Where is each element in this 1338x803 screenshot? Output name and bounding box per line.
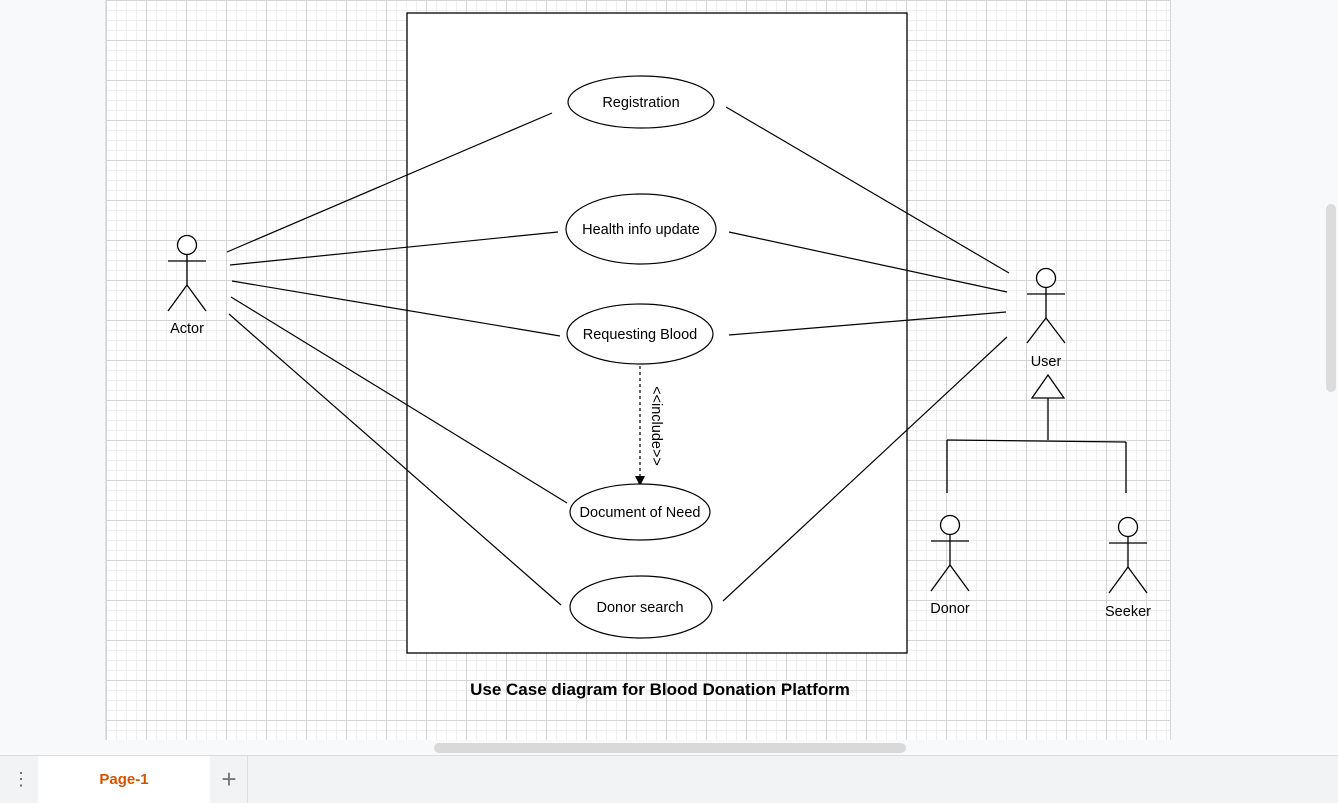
use-case-health-info-update-label: Health info update <box>582 222 700 238</box>
use-case-donor-search-label: Donor search <box>596 600 683 616</box>
assoc-actor-donor-search[interactable] <box>228 313 562 606</box>
actor-actor[interactable] <box>167 234 207 312</box>
user-associations <box>722 106 1010 602</box>
use-case-health-info-update[interactable]: Health info update <box>565 193 717 265</box>
actor-associations <box>226 112 568 606</box>
include-label: <<include>> <box>648 386 664 466</box>
vertical-scrollbar[interactable] <box>1326 204 1336 392</box>
use-case-donor-search[interactable]: Donor search <box>569 575 713 639</box>
use-case-requesting-blood-label: Requesting Blood <box>583 327 697 343</box>
use-case-diagram: <<include>> Registration Health info upd… <box>167 12 1151 699</box>
actor-head <box>176 234 198 256</box>
actor-donor-label: Donor <box>930 601 970 617</box>
actor-seeker-label: Seeker <box>1105 604 1151 620</box>
donor-head <box>939 514 961 536</box>
plus-icon: + <box>221 764 237 794</box>
use-case-registration-label: Registration <box>602 95 679 111</box>
actor-donor[interactable] <box>930 514 970 592</box>
actor-actor-label: Actor <box>170 321 204 337</box>
horizontal-scrollbar[interactable] <box>434 743 906 753</box>
add-page-button[interactable]: + <box>211 756 248 803</box>
assoc-user-registration[interactable] <box>725 106 1010 274</box>
page-tabs-bar: ⋮ Page-1 + <box>0 755 1338 803</box>
use-case-registration[interactable]: Registration <box>567 75 715 129</box>
assoc-actor-health-info[interactable] <box>229 231 559 266</box>
diagram-canvas[interactable]: <<include>> Registration Health info upd… <box>105 0 1171 740</box>
assoc-actor-requesting-blood[interactable] <box>231 280 561 337</box>
page-tab-label: Page-1 <box>99 771 149 788</box>
generalization-connector[interactable] <box>946 373 1127 493</box>
seeker-head <box>1117 516 1139 538</box>
diagram-title[interactable]: Use Case diagram for Blood Donation Plat… <box>470 680 850 699</box>
user-head <box>1035 267 1057 289</box>
actor-user[interactable] <box>1026 267 1066 344</box>
use-case-requesting-blood[interactable]: Requesting Blood <box>566 303 714 365</box>
generalization-triangle-icon <box>1030 373 1066 399</box>
vertical-dots-icon: ⋮ <box>12 769 30 789</box>
actor-seeker[interactable] <box>1108 516 1148 594</box>
assoc-user-donor-search[interactable] <box>722 336 1008 602</box>
assoc-user-health-info[interactable] <box>728 231 1008 293</box>
assoc-actor-registration[interactable] <box>226 112 553 253</box>
actor-user-label: User <box>1031 354 1062 370</box>
assoc-user-requesting-blood[interactable] <box>728 311 1007 336</box>
tab-page-1[interactable]: Page-1 <box>38 756 210 803</box>
page-menu-button[interactable]: ⋮ <box>4 756 38 803</box>
use-case-document-of-need[interactable]: Document of Need <box>569 483 711 541</box>
use-case-document-of-need-label: Document of Need <box>580 505 701 521</box>
assoc-actor-document-of-need[interactable] <box>230 296 568 504</box>
